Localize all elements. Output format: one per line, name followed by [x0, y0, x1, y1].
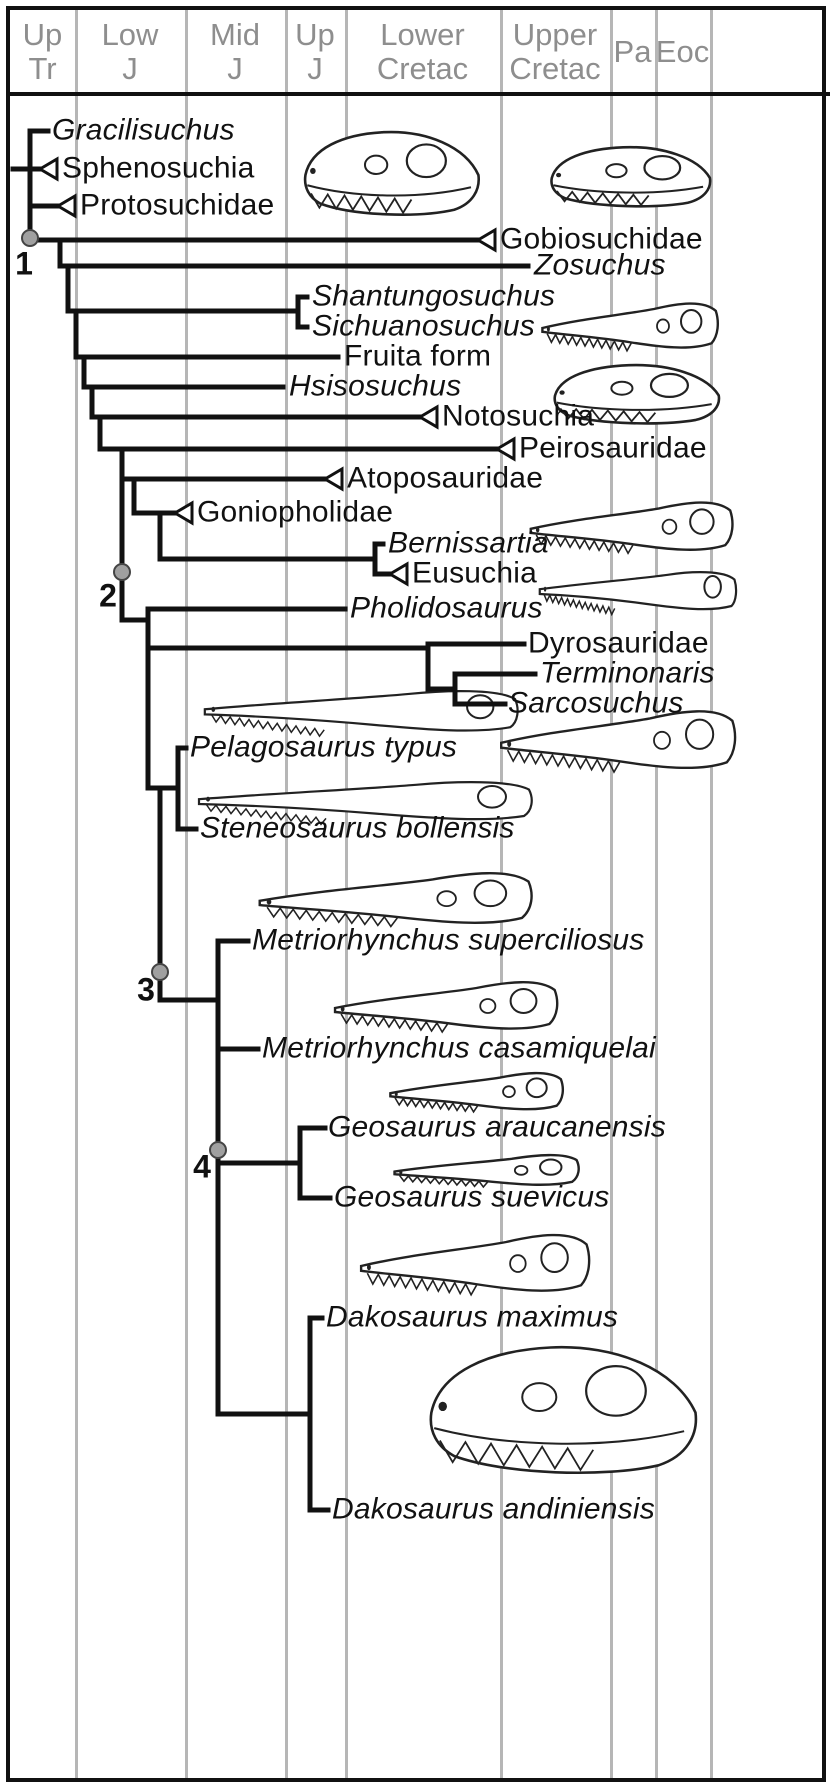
timescale-header-lower-cretac: Lower Cretac [345, 14, 500, 90]
taxon-label-geosaurus-araucanensis: Geosaurus araucanensis [328, 1110, 666, 1144]
node-label-4: 4 [193, 1148, 211, 1185]
taxon-label-sarcosuchus: Sarcosuchus [508, 686, 684, 720]
node-4-dot [209, 1141, 227, 1159]
shantungosuchid-skull-illustration [541, 302, 719, 352]
taxon-label-metriorhynchus-superciliosus: Metriorhynchus superciliosus [252, 923, 645, 957]
collapsed-clade-triangle-gobiosuchidae [475, 227, 497, 253]
timescale-header-up-tr: Up Tr [10, 14, 75, 90]
taxon-label-dyrosauridae: Dyrosauridae [528, 626, 709, 660]
taxon-label-steneosaurus-bollensis: Steneosaurus bollensis [200, 811, 515, 845]
collapsed-clade-triangle-protosuchidae [55, 193, 77, 219]
timescale-label: J [227, 51, 243, 86]
timescale-divider [6, 92, 830, 96]
timescale-label: Cretac [509, 51, 601, 86]
timescale-label: Up [22, 17, 63, 52]
timescale-header-eoc: Eoc [655, 14, 710, 90]
timescale-gridline [185, 10, 188, 1782]
timescale-label: Cretac [376, 51, 469, 86]
collapsed-clade-triangle-goniopholidae [172, 500, 194, 526]
taxon-label-dakosaurus-andiniensis: Dakosaurus andiniensis [332, 1492, 655, 1526]
timescale-label: Up [295, 17, 335, 52]
metriorhynchus-superciliosus-skull-illustration [258, 871, 533, 928]
node-3-dot [151, 963, 169, 981]
timescale-gridline [75, 10, 78, 1782]
taxon-label-atoposauridae: Atoposauridae [347, 461, 544, 495]
node-1-dot [21, 229, 39, 247]
timescale-header-pa: Pa [610, 14, 655, 90]
node-label-1: 1 [15, 245, 33, 282]
timescale-label: Mid [210, 17, 260, 52]
dakosaurus-andiniensis-skull-illustration [431, 1347, 696, 1473]
eusuchian-skull-illustration [538, 570, 738, 616]
gobiosuchid-skull-illustration [550, 146, 712, 208]
timescale-gridline [655, 10, 658, 1782]
timescale-label: Low [101, 17, 159, 52]
timescale-label: Lower [380, 17, 465, 52]
timescale-label: Tr [28, 51, 57, 86]
taxon-label-sichuanosuchus: Sichuanosuchus [312, 309, 535, 343]
taxon-label-pelagosaurus-typus: Pelagosaurus typus [190, 730, 458, 764]
timescale-gridline [610, 10, 613, 1782]
timescale-label: J [307, 51, 323, 86]
timescale-gridline [710, 10, 713, 1782]
node-label-3: 3 [137, 971, 155, 1008]
taxon-label-protosuchidae: Protosuchidae [80, 188, 275, 222]
timescale-header-upper-cretac: Upper Cretac [500, 14, 610, 90]
timescale-label: Eoc [655, 34, 710, 69]
timescale-header-mid-j: Mid J [185, 14, 285, 90]
metriorhynchus-casamiquelai-skull-illustration [333, 981, 559, 1034]
taxon-label-sphenosuchia: Sphenosuchia [62, 151, 255, 185]
taxon-label-metriorhynchus-casamiquelai: Metriorhynchus casamiquelai [262, 1031, 656, 1065]
collapsed-clade-triangle-sphenosuchia [37, 156, 59, 182]
taxon-label-terminonaris: Terminonaris [540, 656, 715, 690]
sarcosuchus-skull-illustration [499, 709, 737, 774]
taxon-label-fruita-form: Fruita form [344, 339, 492, 373]
taxon-label-geosaurus-suevicus: Geosaurus suevicus [334, 1180, 610, 1214]
timescale-label: J [122, 51, 138, 86]
taxon-label-gracilisuchus: Gracilisuchus [52, 113, 235, 147]
taxon-label-goniopholidae: Goniopholidae [197, 495, 394, 529]
timescale-label: Upper [512, 17, 598, 52]
taxon-label-hsisosuchus: Hsisosuchus [289, 369, 462, 403]
dakosaurus-maximus-skull-illustration [359, 1233, 591, 1297]
taxon-label-peirosauridae: Peirosauridae [519, 431, 707, 465]
timescale-header-up-j: Up J [285, 14, 345, 90]
taxon-label-pholidosaurus: Pholidosaurus [350, 591, 543, 625]
taxon-label-dakosaurus-maximus: Dakosaurus maximus [326, 1300, 619, 1334]
geosaurus-araucanensis-skull-illustration [389, 1072, 564, 1113]
taxon-label-zosuchus: Zosuchus [534, 248, 666, 282]
taxon-label-eusuchia: Eusuchia [412, 556, 538, 590]
tree-branches [10, 128, 538, 1513]
collapsed-clade-triangle-eusuchia [387, 561, 409, 587]
taxon-label-notosuchia: Notosuchia [442, 399, 595, 433]
taxon-label-bernissartia: Bernissartia [388, 526, 549, 560]
node-label-2: 2 [99, 577, 117, 614]
collapsed-clade-triangle-peirosauridae [494, 436, 516, 462]
taxon-label-shantungosuchus: Shantungosuchus [312, 279, 556, 313]
collapsed-clade-triangle-notosuchia [417, 404, 439, 430]
collapsed-clade-triangle-atoposauridae [322, 466, 344, 492]
timescale-label: Pa [613, 34, 652, 69]
node-2-dot [113, 563, 131, 581]
goniopholid-skull-illustration [529, 501, 734, 555]
protosuchid-skull-illustration [303, 130, 481, 216]
taxon-label-gobiosuchidae: Gobiosuchidae [500, 222, 703, 256]
timescale-header-low-j: Low J [75, 14, 185, 90]
